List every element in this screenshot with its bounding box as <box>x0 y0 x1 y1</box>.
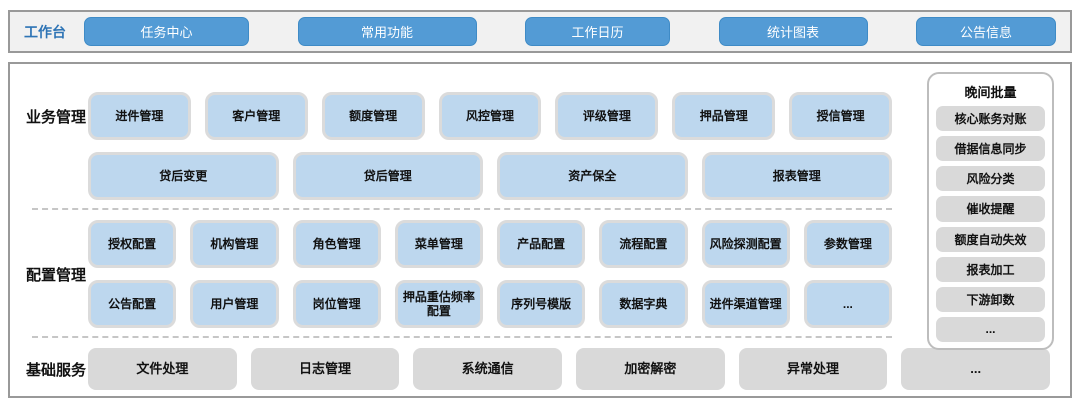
module-card[interactable]: 参数管理 <box>803 220 892 268</box>
section-divider <box>32 208 892 210</box>
batch-item[interactable]: 额度自动失效 <box>936 226 1045 252</box>
module-card[interactable]: 贷后管理 <box>292 152 483 200</box>
module-card-more[interactable]: ... <box>803 280 892 328</box>
workbench-buttons: 任务中心 常用功能 工作日历 统计图表 公告信息 <box>84 17 1056 46</box>
modules-panel: 业务管理 进件管理 客户管理 额度管理 风控管理 评级管理 押品管理 授信管理 … <box>8 62 1072 398</box>
module-card[interactable]: 数据字典 <box>599 280 688 328</box>
module-card[interactable]: 授信管理 <box>789 92 893 140</box>
module-card[interactable]: 产品配置 <box>497 220 586 268</box>
section-basic-services: 基础服务 文件处理 日志管理 系统通信 加密解密 异常处理 ... <box>20 348 1070 390</box>
module-card[interactable]: 押品管理 <box>672 92 776 140</box>
module-card[interactable]: 额度管理 <box>321 92 425 140</box>
modules-content: 业务管理 进件管理 客户管理 额度管理 风控管理 评级管理 押品管理 授信管理 … <box>10 64 1070 390</box>
module-card[interactable]: 评级管理 <box>555 92 659 140</box>
module-card[interactable]: 授权配置 <box>88 220 177 268</box>
config-row-2: 公告配置 用户管理 岗位管理 押品重估频率配置 序列号模版 数据字典 进件渠道管… <box>88 280 892 328</box>
service-card[interactable]: 加密解密 <box>576 348 725 390</box>
batch-item[interactable]: 核心账务对账 <box>936 106 1045 132</box>
batch-item[interactable]: 催收提醒 <box>936 196 1045 222</box>
topbar-button-work-calendar[interactable]: 工作日历 <box>525 17 670 46</box>
service-card-more[interactable]: ... <box>901 348 1051 390</box>
module-card[interactable]: 机构管理 <box>190 220 279 268</box>
config-row-1: 授权配置 机构管理 角色管理 菜单管理 产品配置 流程配置 风险探测配置 参数管… <box>88 220 892 268</box>
module-card[interactable]: 风险探测配置 <box>701 220 790 268</box>
batch-item[interactable]: 报表加工 <box>936 256 1045 282</box>
service-card[interactable]: 异常处理 <box>738 348 888 390</box>
topbar-button-statistics-charts[interactable]: 统计图表 <box>718 17 868 46</box>
module-card[interactable]: 序列号模版 <box>497 280 586 328</box>
section-business-management: 业务管理 进件管理 客户管理 额度管理 风控管理 评级管理 押品管理 授信管理 … <box>20 92 1070 200</box>
module-card[interactable]: 资产保全 <box>497 152 688 200</box>
module-card[interactable]: 押品重估频率配置 <box>394 280 483 328</box>
workbench-bar: 工作台 任务中心 常用功能 工作日历 统计图表 公告信息 <box>8 10 1072 53</box>
module-card[interactable]: 客户管理 <box>204 92 308 140</box>
topbar-button-announcements[interactable]: 公告信息 <box>916 17 1056 46</box>
batch-item[interactable]: 借据信息同步 <box>936 136 1045 162</box>
section-label-basic-services: 基础服务 <box>26 361 87 379</box>
basic-services-row: 文件处理 日志管理 系统通信 加密解密 异常处理 ... <box>88 348 1051 390</box>
module-card[interactable]: 进件渠道管理 <box>701 280 790 328</box>
module-card[interactable]: 公告配置 <box>88 280 177 328</box>
service-card[interactable]: 系统通信 <box>413 348 563 390</box>
topbar-button-task-center[interactable]: 任务中心 <box>84 17 249 46</box>
service-card[interactable]: 日志管理 <box>250 348 400 390</box>
section-label-business: 业务管理 <box>26 109 87 126</box>
module-card[interactable]: 用户管理 <box>190 280 279 328</box>
module-card[interactable]: 流程配置 <box>599 220 688 268</box>
night-batch-panel: 晚间批量 核心账务对账 借据信息同步 风险分类 催收提醒 额度自动失效 报表加工… <box>927 72 1054 350</box>
module-card[interactable]: 报表管理 <box>701 152 892 200</box>
night-batch-title: 晚间批量 <box>964 85 1017 100</box>
business-row-2: 贷后变更 贷后管理 资产保全 报表管理 <box>88 152 892 200</box>
workbench-label: 工作台 <box>24 23 66 40</box>
service-card[interactable]: 文件处理 <box>88 348 237 390</box>
module-card[interactable]: 角色管理 <box>292 220 381 268</box>
topbar-button-common-functions[interactable]: 常用功能 <box>297 17 477 46</box>
module-card[interactable]: 风控管理 <box>438 92 542 140</box>
batch-item-more[interactable]: ... <box>936 316 1045 342</box>
batch-item[interactable]: 风险分类 <box>936 166 1045 192</box>
section-configuration-management: 配置管理 授权配置 机构管理 角色管理 菜单管理 产品配置 流程配置 风险探测配… <box>20 220 1070 328</box>
section-label-configuration: 配置管理 <box>26 266 87 284</box>
module-card[interactable]: 贷后变更 <box>88 152 279 200</box>
module-card[interactable]: 岗位管理 <box>292 280 381 328</box>
module-card[interactable]: 进件管理 <box>88 92 191 140</box>
module-card[interactable]: 菜单管理 <box>394 220 483 268</box>
business-row-1: 进件管理 客户管理 额度管理 风控管理 评级管理 押品管理 授信管理 <box>88 92 893 140</box>
section-divider <box>32 336 892 338</box>
batch-item[interactable]: 下游卸数 <box>936 286 1045 312</box>
